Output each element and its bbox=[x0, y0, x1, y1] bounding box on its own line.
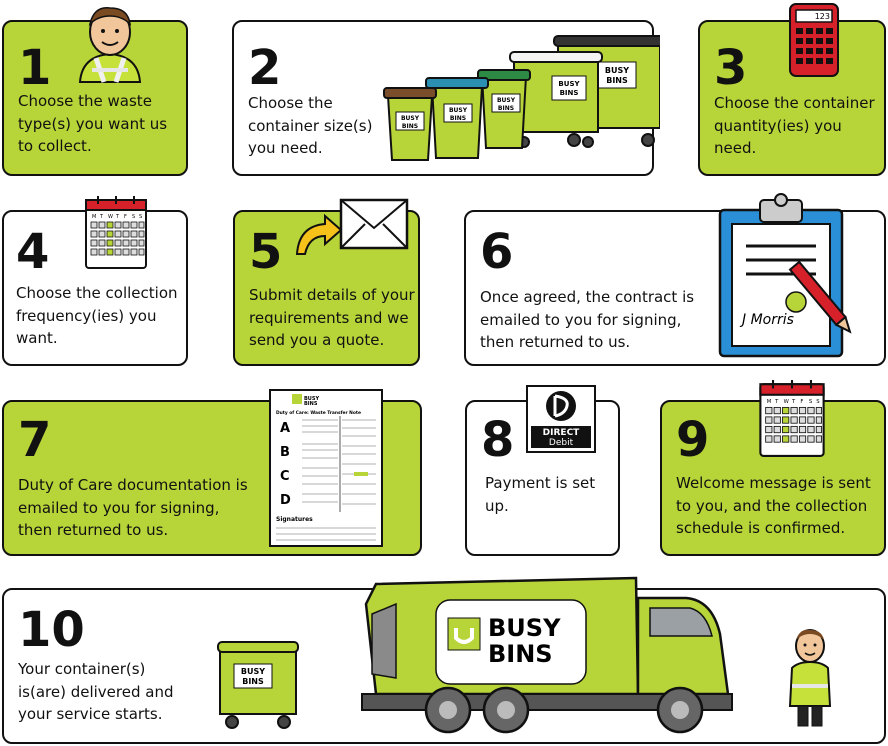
svg-text:T: T bbox=[791, 399, 796, 405]
svg-text:BUSY: BUSY bbox=[558, 80, 580, 88]
direct-debit-line1: DIRECT bbox=[543, 428, 581, 438]
step-9-number: 9 bbox=[676, 412, 710, 468]
svg-text:BINS: BINS bbox=[488, 640, 553, 668]
clipboard-icon: J Morris bbox=[718, 193, 852, 358]
step-9-text: Welcome message is sent to you, and the … bbox=[676, 474, 871, 537]
svg-text:S: S bbox=[809, 399, 813, 405]
step-4-number: 4 bbox=[16, 224, 50, 280]
step-10-text: Your container(s) is(are) delivered and … bbox=[18, 660, 174, 723]
svg-text:W: W bbox=[784, 399, 790, 405]
step-7-text: Duty of Care documentation is emailed to… bbox=[18, 476, 248, 539]
svg-text:BUSY: BUSY bbox=[449, 107, 468, 114]
step-7-card: 7 Duty of Care documentation is emailed … bbox=[2, 389, 422, 556]
step-3-text: Choose the container quantity(ies) you n… bbox=[714, 94, 875, 157]
step-7-number: 7 bbox=[18, 412, 52, 468]
bin-240l: BUSY BINS bbox=[425, 77, 489, 159]
step-5-card: 5 Submit details of your requirements an… bbox=[233, 198, 420, 366]
document-title: Duty of Care: Waste Transfer Note bbox=[276, 410, 361, 416]
worker-icon bbox=[78, 7, 142, 83]
svg-text:BINS: BINS bbox=[450, 115, 466, 122]
svg-text:A: A bbox=[280, 421, 290, 436]
step-8-number: 8 bbox=[481, 412, 515, 468]
step-2-text: Choose the container size(s) you need. bbox=[248, 94, 373, 157]
truck-icon: BUSY BINS bbox=[361, 576, 733, 734]
delivery-worker-icon bbox=[788, 629, 832, 727]
svg-text:F: F bbox=[124, 214, 127, 220]
step-2-number: 2 bbox=[248, 40, 282, 96]
svg-text:S: S bbox=[816, 399, 820, 405]
direct-debit-line2: Debit bbox=[549, 438, 574, 448]
step-9-card: 9 Welcome message is sent to you, and th… bbox=[660, 380, 886, 556]
document-icon: BUSY BINS Duty of Care: Waste Transfer N… bbox=[269, 389, 383, 547]
step-8-card: 8 Payment is set up. DIRECT Debit bbox=[465, 385, 620, 556]
step-6-card: 6 Once agreed, the contract is emailed t… bbox=[464, 193, 886, 366]
container-bin-icon: BUSY BINS bbox=[217, 641, 299, 729]
step-10-number: 10 bbox=[18, 602, 85, 658]
step-5-number: 5 bbox=[249, 224, 283, 280]
svg-text:S: S bbox=[139, 214, 142, 220]
step-1-text: Choose the waste type(s) you want us to … bbox=[18, 92, 168, 155]
svg-text:BUSY: BUSY bbox=[304, 396, 319, 402]
bins-icon: BUSY BINS BUSY BINS BUSY BINS bbox=[383, 35, 660, 161]
envelope-icon bbox=[295, 198, 409, 255]
step-4-text: Choose the collection frequency(ies) you… bbox=[16, 284, 178, 347]
svg-text:BUSY: BUSY bbox=[241, 667, 265, 676]
svg-text:M: M bbox=[767, 399, 772, 405]
svg-text:BINS: BINS bbox=[242, 677, 264, 686]
svg-text:W: W bbox=[108, 214, 113, 220]
document-signatures-label: Signatures bbox=[276, 516, 313, 523]
step-2-card: 2 Choose the container size(s) you need.… bbox=[232, 20, 660, 176]
step-8-text: Payment is set up. bbox=[485, 474, 596, 515]
direct-debit-icon: DIRECT Debit bbox=[526, 385, 596, 453]
step-10-card: 10 Your container(s) is(are) delivered a… bbox=[2, 576, 886, 744]
svg-text:BINS: BINS bbox=[498, 105, 514, 112]
svg-text:T: T bbox=[774, 399, 779, 405]
step-4-card: 4 Choose the collection frequency(ies) y… bbox=[2, 196, 188, 366]
svg-text:B: B bbox=[280, 445, 290, 460]
svg-text:C: C bbox=[280, 469, 290, 484]
bin-140l: BUSY BINS bbox=[383, 87, 437, 161]
svg-text:BUSY: BUSY bbox=[497, 97, 516, 104]
step-1-card: 1 Choose the waste type(s) you want us t… bbox=[2, 7, 188, 176]
svg-text:D: D bbox=[280, 493, 291, 508]
contract-signature: J Morris bbox=[739, 312, 794, 328]
step-3-number: 3 bbox=[714, 40, 748, 96]
svg-text:BUSY: BUSY bbox=[605, 66, 629, 75]
bin-360l: BUSY BINS bbox=[477, 69, 531, 149]
calculator-icon: 123 bbox=[789, 3, 839, 77]
svg-text:F: F bbox=[800, 399, 803, 405]
svg-text:T: T bbox=[115, 214, 120, 220]
svg-text:BINS: BINS bbox=[560, 89, 579, 97]
step-6-text: Once agreed, the contract is emailed to … bbox=[480, 288, 695, 351]
svg-text:BINS: BINS bbox=[606, 76, 628, 85]
step-1-number: 1 bbox=[18, 40, 52, 96]
step-6-number: 6 bbox=[480, 224, 514, 280]
step-5-text: Submit details of your requirements and … bbox=[249, 286, 415, 349]
svg-text:BINS: BINS bbox=[304, 401, 318, 407]
svg-text:BUSY: BUSY bbox=[401, 115, 420, 122]
svg-text:M: M bbox=[92, 214, 96, 220]
svg-text:BUSY: BUSY bbox=[488, 614, 561, 642]
step-3-card: 3 Choose the container quantity(ies) you… bbox=[698, 3, 886, 176]
svg-text:BINS: BINS bbox=[402, 123, 418, 130]
calculator-display: 123 bbox=[815, 12, 830, 21]
bin-660l: BUSY BINS bbox=[509, 51, 603, 148]
svg-text:S: S bbox=[132, 214, 135, 220]
svg-text:T: T bbox=[99, 214, 104, 220]
